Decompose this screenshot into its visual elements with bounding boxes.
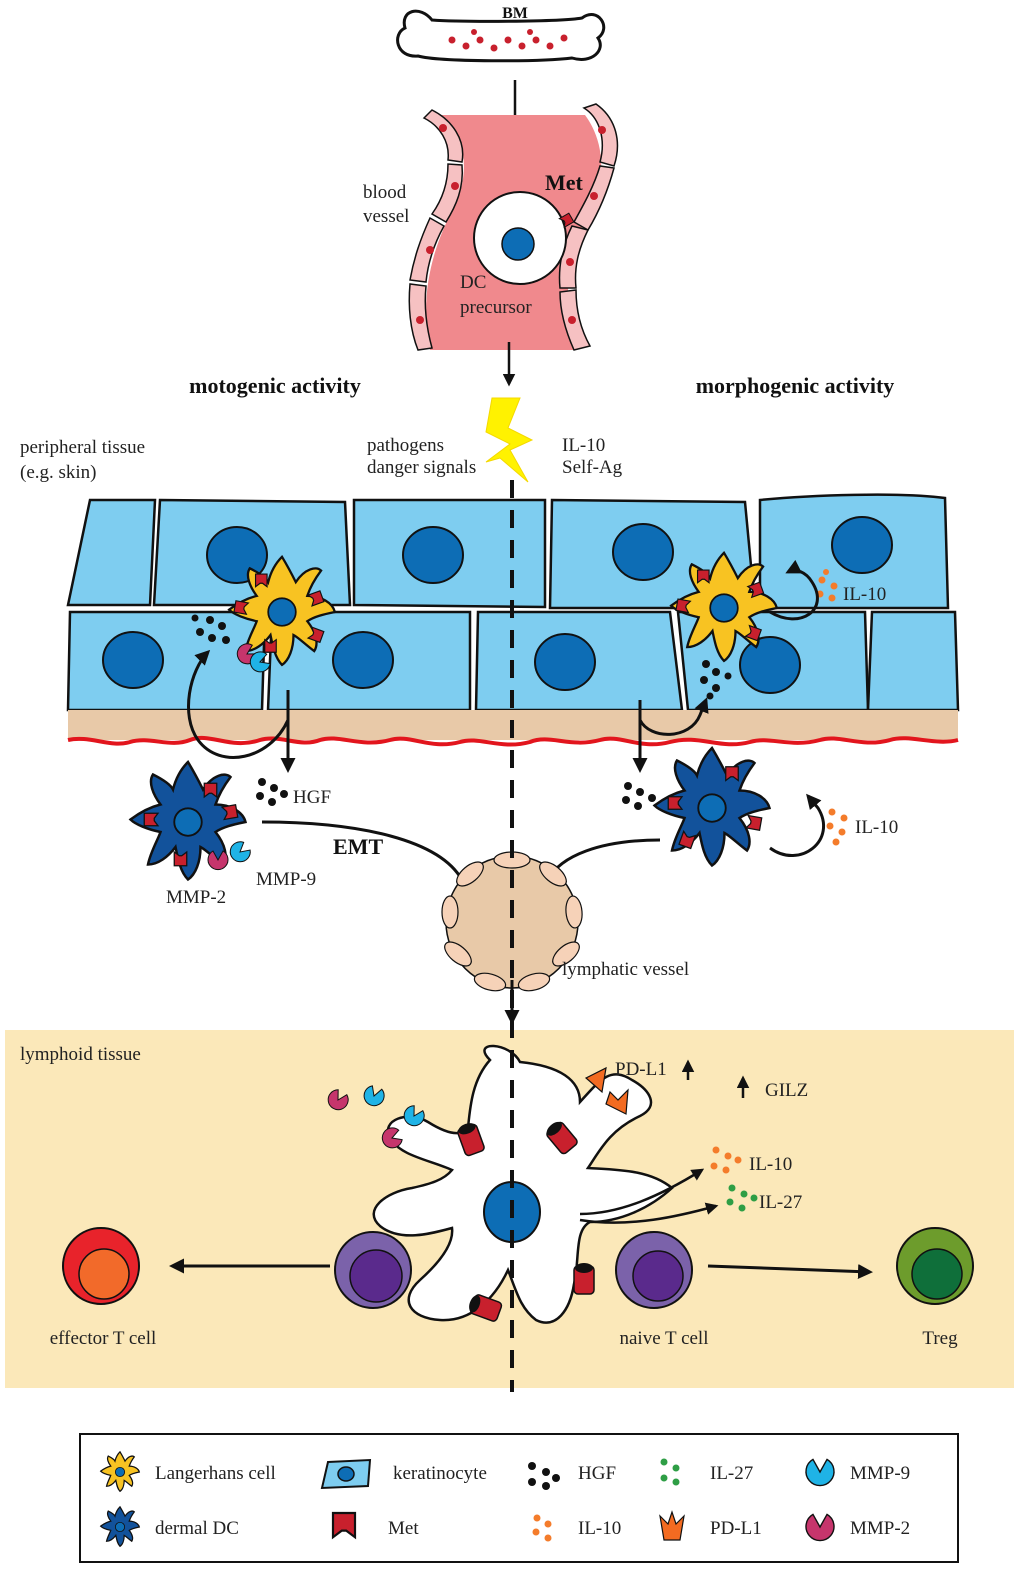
emt-label: EMT: [333, 834, 383, 859]
pathogens-label-1: pathogens: [367, 435, 444, 456]
lymphatic-vessel: [441, 851, 583, 992]
naive-t-label: naive T cell: [620, 1328, 709, 1349]
hgf-dots-dermal-right: [622, 782, 656, 810]
hgf-label: HGF: [293, 787, 331, 808]
treg-label: Treg: [922, 1328, 958, 1349]
blood-vessel: Met DC precursor: [408, 103, 619, 351]
gilz-label: GILZ: [765, 1080, 808, 1101]
dc-precursor-label-1: DC: [460, 272, 486, 293]
epidermis: [66, 493, 960, 747]
il10-dots-dermal: [826, 808, 848, 846]
lymphoid-tissue-label: lymphoid tissue: [20, 1044, 141, 1065]
legend-mmp9: MMP-9: [850, 1463, 910, 1484]
il10-skin-label: IL-10: [843, 584, 886, 605]
il10-dots-skin: [816, 569, 838, 602]
hgf-dots-skin-left: [191, 614, 230, 644]
pathogens-label-2: danger signals: [367, 457, 476, 478]
peripheral-tissue-label-2: (e.g. skin): [20, 462, 97, 483]
naive-t-cell-right: [615, 1231, 693, 1309]
legend-il10: IL-10: [578, 1518, 621, 1539]
legend-met: Met: [388, 1518, 419, 1539]
mmp2-label: MMP-2: [166, 887, 226, 908]
legend-il27: IL-27: [710, 1463, 753, 1484]
blood-vessel-label-1: blood: [363, 182, 407, 203]
il27-lymph-label: IL-27: [759, 1192, 802, 1213]
dc-precursor-label-2: precursor: [460, 297, 532, 318]
motogenic-heading: motogenic activity: [189, 373, 361, 398]
blood-vessel-label-2: vessel: [363, 206, 409, 227]
morphogenic-heading: morphogenic activity: [696, 373, 895, 398]
mmp9-label: MMP-9: [256, 869, 316, 890]
bone-marrow: BM: [396, 5, 606, 63]
il10-dots-lymph: [710, 1146, 742, 1174]
naive-t-cell-left: [334, 1231, 412, 1309]
lightning-bolt-icon: [485, 397, 534, 483]
il27-dots-lymph: [726, 1184, 758, 1212]
legend-pdl1: PD-L1: [710, 1518, 762, 1539]
legend-keratinocyte: keratinocyte: [393, 1463, 487, 1484]
bm-label: BM: [502, 5, 528, 22]
langerhans-cell-right: [669, 551, 779, 663]
legend-langerhans: Langerhans cell: [155, 1463, 276, 1484]
hgf-dots-skin-right: [700, 660, 732, 700]
il10-lymph-label: IL-10: [749, 1154, 792, 1175]
met-label-top: Met: [545, 170, 584, 195]
il10-top-label-2: Self-Ag: [562, 457, 623, 478]
il10-top-label-1: IL-10: [562, 435, 605, 456]
treg-cell: [896, 1227, 974, 1305]
lymphatic-vessel-label: lymphatic vessel: [562, 959, 689, 980]
dermal-dc-left: [129, 760, 247, 881]
hgf-dots-dermal-left: [256, 778, 288, 806]
effector-t-cell: [62, 1227, 140, 1305]
peripheral-tissue-label-1: peripheral tissue: [20, 437, 145, 458]
legend-hgf: HGF: [578, 1463, 616, 1484]
il10-dermal-label: IL-10: [855, 817, 898, 838]
legend: Langerhans cell dermal DC keratinocyte M…: [79, 1433, 959, 1563]
pdl1-label: PD-L1: [615, 1059, 667, 1080]
effector-t-label: effector T cell: [50, 1328, 157, 1349]
langerhans-cell-left: [227, 555, 337, 667]
legend-dermal-dc: dermal DC: [155, 1518, 239, 1539]
dermal-dc-right: [653, 746, 771, 867]
legend-mmp2: MMP-2: [850, 1518, 910, 1539]
